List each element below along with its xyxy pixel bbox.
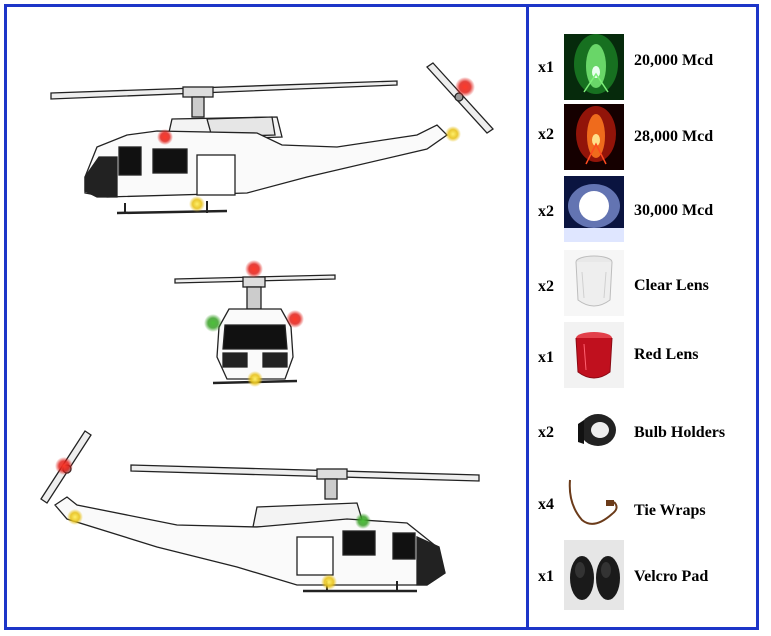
yellow-light-marker (247, 371, 263, 387)
parts-row: x2 Bulb Holders (530, 404, 755, 462)
green-light-marker (355, 513, 371, 529)
part-quantity: x1 (538, 349, 554, 366)
parts-row: x4 Tie Wraps (530, 474, 755, 536)
yellow-light-marker (321, 574, 337, 590)
part-label: Clear Lens (634, 277, 709, 294)
part-label: Red Lens (634, 346, 699, 363)
part-quantity: x1 (538, 568, 554, 585)
part-label: 20,000 Mcd (634, 52, 714, 69)
column-divider (526, 4, 529, 630)
parts-row: x2 Clear Lens (530, 250, 755, 316)
part-quantity: x4 (538, 496, 554, 513)
red-lens-photo (564, 322, 624, 388)
part-quantity: x2 (538, 278, 554, 295)
outer-border (4, 4, 759, 630)
helicopter-side-view-left (50, 62, 494, 215)
bulb-holder-photo (564, 404, 624, 462)
part-label: Bulb Holders (634, 424, 726, 441)
red-light-marker (286, 310, 304, 328)
parts-row: x2 30,000 Mcd (530, 176, 755, 242)
parts-row: x1 Velcro Pad (530, 540, 755, 610)
tie-wrap-photo (564, 474, 624, 536)
part-quantity: x2 (538, 203, 554, 220)
green-led-photo (564, 34, 624, 100)
part-quantity: x2 (538, 126, 554, 143)
part-label: 30,000 Mcd (634, 202, 714, 219)
red-light-marker (55, 457, 73, 475)
helicopter-front-view (174, 274, 336, 385)
part-quantity: x2 (538, 424, 554, 441)
red-light-marker (245, 260, 263, 278)
red-light-marker (157, 129, 173, 145)
white-led-photo (564, 176, 624, 242)
green-light-marker (204, 314, 222, 332)
velcro-pad-photo (564, 540, 624, 610)
red-led-photo (564, 104, 624, 170)
yellow-light-marker (445, 126, 461, 142)
parts-row: x2 28,000 Mcd (530, 104, 755, 170)
part-label: Velcro Pad (634, 568, 709, 585)
parts-row: x1 20,000 Mcd (530, 34, 755, 100)
parts-row: x1 Red Lens (530, 322, 755, 388)
red-light-marker (455, 77, 475, 97)
part-label: 28,000 Mcd (634, 128, 714, 145)
part-quantity: x1 (538, 59, 554, 76)
yellow-light-marker (67, 509, 83, 525)
part-label: Tie Wraps (634, 502, 706, 519)
helicopter-diagrams (40, 62, 494, 593)
yellow-light-marker (189, 196, 205, 212)
clear-lens-photo (564, 250, 624, 316)
helicopter-side-view-right (40, 430, 480, 593)
